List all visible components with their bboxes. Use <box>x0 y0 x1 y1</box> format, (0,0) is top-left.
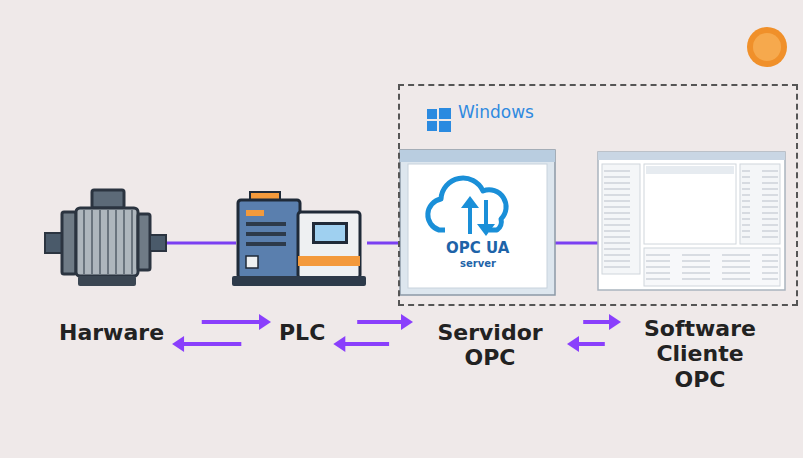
drawing-part <box>477 224 495 236</box>
arrow-shaft <box>577 342 605 346</box>
drawing-part <box>468 206 472 234</box>
brand-logo <box>747 27 787 67</box>
drawing-part <box>408 164 547 288</box>
drawing-part <box>298 256 360 266</box>
drawing-part <box>150 235 166 251</box>
drawing-part <box>646 250 778 284</box>
server-badge-sub: server <box>460 258 496 269</box>
drawing-part <box>439 108 451 119</box>
arrow-head <box>609 314 621 330</box>
plc-icon <box>232 192 366 286</box>
server-badge: OPC UA <box>446 239 509 257</box>
drawing-part <box>80 210 134 274</box>
node-text: PLC <box>279 320 325 345</box>
drawing-part <box>76 208 138 276</box>
drawing-part <box>644 248 780 286</box>
drawing-part <box>246 222 286 226</box>
drawing-part <box>753 33 781 61</box>
windows-logo <box>427 108 451 132</box>
drawing-part <box>400 150 555 295</box>
drawing-part <box>742 166 778 242</box>
drawing-part <box>298 212 360 278</box>
node-text: Servidor OPC <box>421 320 559 371</box>
drawing-part <box>92 190 124 208</box>
double-arrow <box>567 314 621 352</box>
drawing-part <box>428 178 506 230</box>
server-window <box>400 150 555 295</box>
drawing-part <box>484 200 488 226</box>
drawing-part <box>246 256 258 268</box>
arrow-shaft <box>343 342 389 346</box>
windows-region: Windows <box>398 84 798 306</box>
drawing-part <box>367 242 400 245</box>
drawing-part <box>315 225 345 241</box>
arrow-head <box>401 314 413 330</box>
drawing-part <box>312 222 348 244</box>
drawing-part <box>232 276 366 286</box>
drawing-part <box>246 242 286 246</box>
drawing-part <box>427 121 437 131</box>
drawing-part <box>644 164 736 244</box>
motor-icon <box>45 190 166 286</box>
drawing-part <box>598 152 785 290</box>
plc-label: PLC <box>279 320 325 345</box>
double-arrow <box>172 314 271 352</box>
drawing-part <box>646 166 734 174</box>
client-screenshot <box>598 152 785 290</box>
node-text: Harware <box>59 320 164 345</box>
drawing-part <box>555 242 598 245</box>
arrow-head <box>567 336 579 352</box>
arrow-shaft <box>583 320 611 324</box>
drawing-part <box>62 212 76 274</box>
drawing-part <box>461 196 479 208</box>
drawing-part <box>138 214 150 270</box>
drawing-part <box>598 152 785 160</box>
double-arrow <box>333 314 413 352</box>
drawing-part <box>604 166 638 272</box>
drawing-part <box>246 210 264 216</box>
arrow-shaft <box>357 320 403 324</box>
region-heading: Windows <box>458 102 534 122</box>
node-text: Software Cliente OPC <box>629 316 771 392</box>
drawing-part <box>747 27 787 67</box>
drawing-part <box>246 232 286 236</box>
server-label: Servidor OPC <box>421 320 559 371</box>
arrow-head <box>333 336 345 352</box>
arrow-head <box>172 336 184 352</box>
arrow-shaft <box>182 342 241 346</box>
drawing-part <box>400 150 555 162</box>
hardware-label: Harware <box>59 320 164 345</box>
arrow-head <box>259 314 271 330</box>
drawing-part <box>238 200 300 278</box>
drawing-part <box>740 164 780 244</box>
drawing-part <box>427 109 437 119</box>
arrow-shaft <box>202 320 261 324</box>
drawing-part <box>602 164 640 274</box>
drawing-part <box>439 121 451 132</box>
drawing-part <box>167 242 236 245</box>
drawing-part <box>78 276 136 286</box>
client-label: Software Cliente OPC <box>629 316 771 392</box>
